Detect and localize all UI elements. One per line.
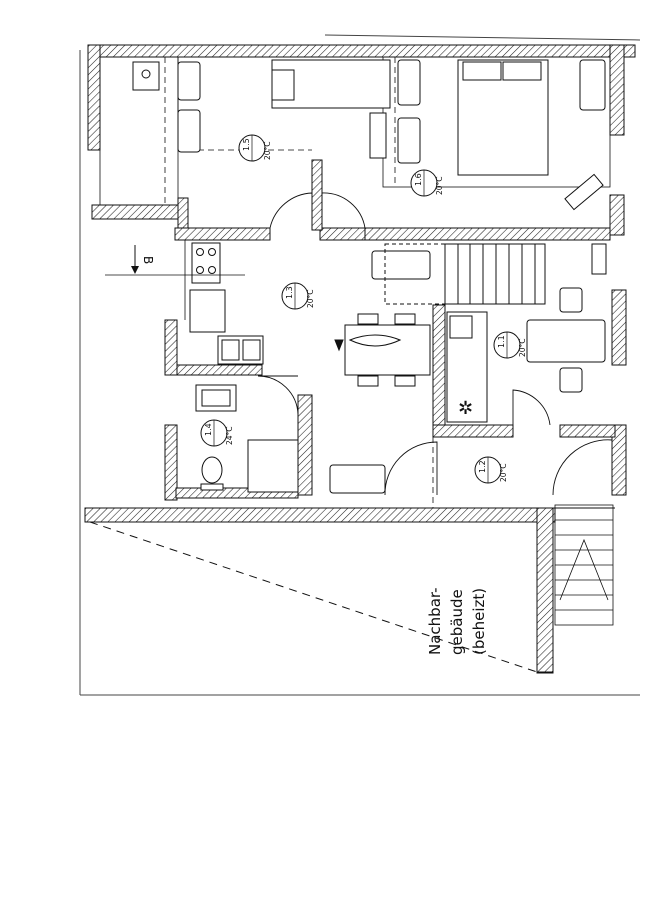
- svg-text:1.1: 1.1: [497, 335, 506, 348]
- room-tag-1.4: 1.4 24°C: [200, 419, 234, 447]
- plant-symbol: ✲: [458, 398, 473, 419]
- outer-walls: [84, 44, 636, 674]
- room-tag-1.5: 1.5 20°C: [238, 134, 272, 162]
- svg-text:24°C: 24°C: [225, 426, 234, 445]
- svg-text:1.2: 1.2: [478, 460, 487, 473]
- svg-text:20°C: 20°C: [518, 338, 527, 357]
- svg-text:Nachbar-: Nachbar-: [426, 588, 444, 656]
- svg-text:gebäude: gebäude: [448, 589, 466, 655]
- svg-text:20°C: 20°C: [499, 463, 508, 482]
- svg-text:20°C: 20°C: [306, 289, 315, 308]
- sheet-edge-top: [324, 34, 641, 41]
- entry-stairs: [554, 504, 614, 626]
- room-tag-1.2: 1.2 20°C: [474, 456, 508, 484]
- dining-table: [344, 324, 431, 376]
- furniture: [132, 59, 607, 494]
- neighbor-label: Nachbar- gebäude (beheizt): [426, 588, 488, 656]
- svg-text:20°C: 20°C: [435, 176, 444, 195]
- svg-text:(beheizt): (beheizt): [470, 588, 488, 655]
- svg-text:1.4: 1.4: [204, 423, 213, 436]
- svg-text:1.3: 1.3: [285, 286, 294, 299]
- shower: [247, 439, 299, 493]
- neighbor-building: [89, 507, 615, 673]
- room-tag-1.6: 1.6 20°C: [410, 169, 444, 197]
- room-tag-1.3: 1.3 20°C: [281, 282, 315, 310]
- room-tag-1.1: 1.1 20°C: [493, 331, 527, 359]
- svg-text:1.5: 1.5: [242, 138, 251, 151]
- toilet: [201, 456, 223, 484]
- svg-text:20°C: 20°C: [263, 141, 272, 160]
- svg-text:1.6: 1.6: [414, 173, 423, 186]
- section-label: B: [141, 256, 155, 264]
- doors: [257, 192, 613, 496]
- stove: [191, 242, 221, 284]
- section-marker: B: [105, 245, 245, 276]
